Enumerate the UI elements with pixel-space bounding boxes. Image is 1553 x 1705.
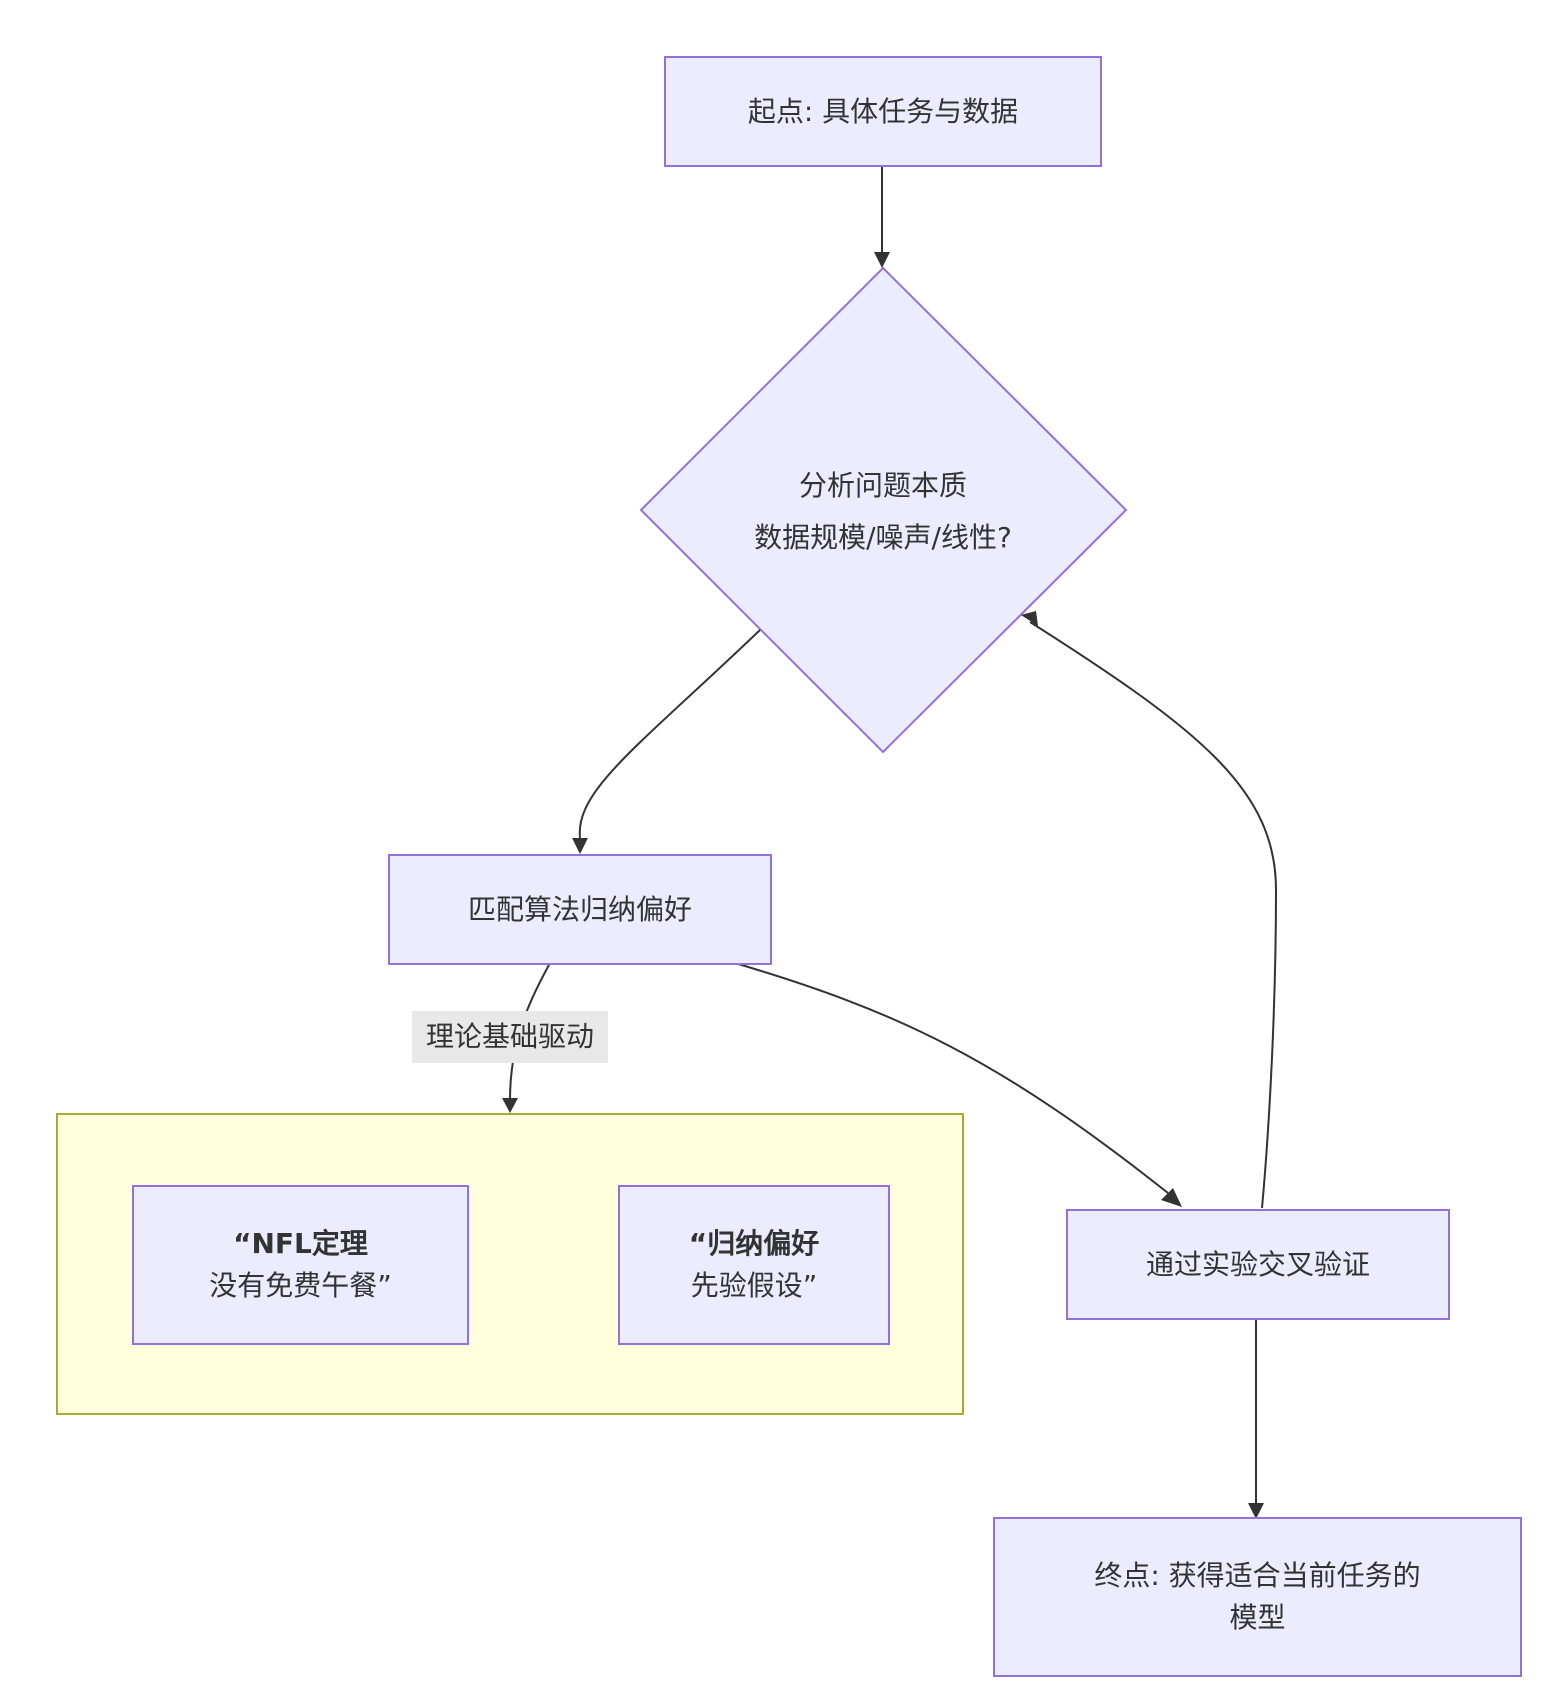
analyze-line2: 数据规模/噪声/线性? [754,521,1012,554]
analyze-diamond[interactable] [639,266,1128,754]
bias-line1: “归纳偏好 [688,1227,820,1260]
arrowhead-cluster [502,1098,518,1113]
edge-label-theory: 理论基础驱动 [412,1011,608,1063]
arrowhead-analyze [874,252,890,268]
nfl-node[interactable]: “NFL定理 没有免费午餐” [132,1185,469,1345]
analyze-node-text: 分析问题本质 数据规模/噪声/线性? [640,460,1126,564]
end-line1: 终点: 获得适合当前任务的 [1094,1559,1421,1592]
start-node[interactable]: 起点: 具体任务与数据 [664,56,1102,167]
match-node[interactable]: 匹配算法归纳偏好 [388,854,772,965]
end-line2: 模型 [1229,1601,1286,1634]
nfl-line2: 没有免费午餐” [209,1269,392,1302]
bias-line2: 先验假设” [690,1269,818,1302]
arrowhead-validate [1161,1188,1182,1207]
arrowhead-match [572,838,588,854]
validate-node[interactable]: 通过实验交叉验证 [1066,1209,1450,1320]
edge-analyze-to-match [578,629,761,839]
analyze-line1: 分析问题本质 [798,469,967,502]
edge-validate-to-analyze [1029,621,1278,1209]
end-node[interactable]: 终点: 获得适合当前任务的 模型 [993,1517,1522,1677]
bias-node[interactable]: “归纳偏好 先验假设” [618,1185,890,1345]
match-node-label: 匹配算法归纳偏好 [467,892,692,926]
nfl-line1: “NFL定理 [233,1227,368,1260]
arrowhead-analyze-return [1021,611,1038,626]
validate-node-label: 通过实验交叉验证 [1145,1247,1370,1281]
arrowhead-end [1248,1503,1264,1519]
start-node-label: 起点: 具体任务与数据 [747,94,1019,128]
edge-match-to-validate [734,962,1169,1194]
